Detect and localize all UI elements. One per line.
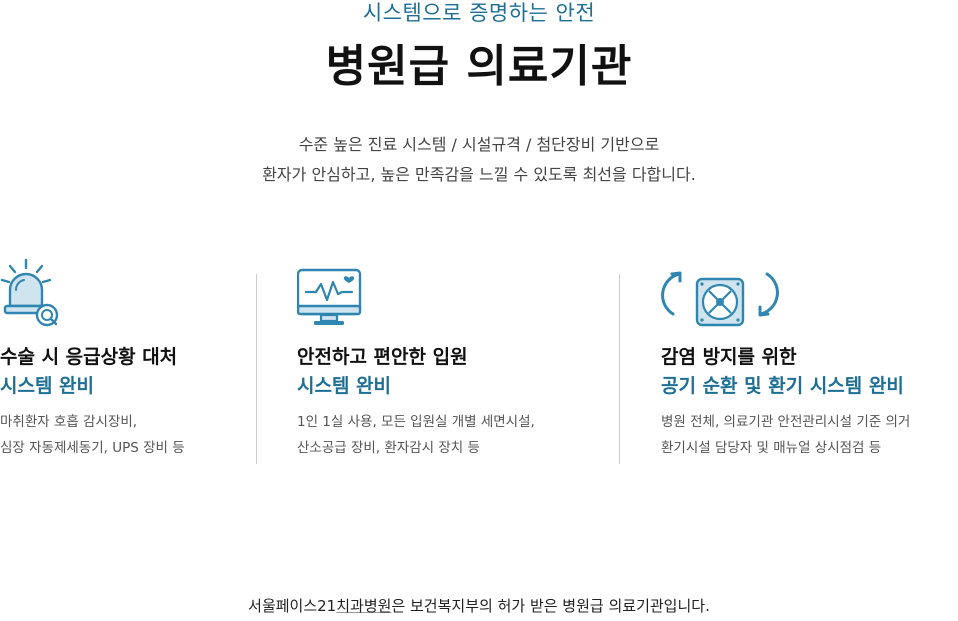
feature-description-line: 마취환자 호흡 감시장비,	[0, 414, 138, 430]
feature-description-line: 심장 자동제세동기, UPS 장비 등	[0, 440, 185, 456]
intro-line-1: 수준 높은 진료 시스템 / 시설규격 / 첨단장비 기반으로	[298, 135, 660, 154]
alarm-siren-icon	[0, 258, 70, 330]
feature-description: 마취환자 호흡 감시장비, 심장 자동제세동기, UPS 장비 등	[0, 409, 185, 461]
feature-description-line: 환기시설 담당자 및 매뉴얼 상시점검 등	[661, 440, 882, 456]
feature-description: 1인 1실 사용, 모든 입원실 개별 세면시설, 산소공급 장비, 환자감시 …	[297, 409, 535, 461]
feature-title: 감염 방지를 위한	[661, 346, 797, 368]
feature-title: 수술 시 응급상황 대처	[0, 346, 178, 368]
feature-description-line: 병원 전체, 의료기관 안전관리시설 기준 의거	[661, 414, 911, 430]
feature-description-line: 1인 1실 사용, 모든 입원실 개별 세면시설,	[297, 414, 535, 430]
section-eyebrow: 시스템으로 증명하는 안전	[362, 1, 596, 25]
footer-suffix: 은 보건복지부의 허가 받은 병원급 의료기관입니다.	[391, 597, 710, 615]
feature-subtitle: 공기 순환 및 환기 시스템 완비	[661, 375, 904, 397]
feature-subtitle: 시스템 완비	[297, 375, 392, 397]
footer-note: 서울페이스21치과병원은 보건복지부의 허가 받은 병원급 의료기관입니다.	[0, 594, 958, 618]
feature-subtitle: 시스템 완비	[0, 375, 95, 397]
feature-description: 병원 전체, 의료기관 안전관리시설 기준 의거 환기시설 담당자 및 매뉴얼 …	[661, 409, 910, 461]
feature-title: 안전하고 편안한 입원	[297, 346, 468, 368]
footer-prefix: 서울페이스21	[248, 597, 337, 615]
column-divider	[619, 274, 620, 464]
intro-line-2: 환자가 안심하고, 높은 만족감을 느낄 수 있도록 최선을 다합니다.	[262, 165, 696, 184]
column-divider	[256, 274, 257, 464]
ventilation-fan-icon	[661, 258, 781, 330]
footer-hospital-link[interactable]: 치과병원	[336, 597, 392, 615]
intro-text: 수준 높은 진료 시스템 / 시설규격 / 첨단장비 기반으로 환자가 안심하고…	[0, 130, 958, 190]
page-title: 병원급 의료기관	[325, 41, 633, 92]
heart-monitor-icon	[296, 258, 367, 330]
feature-description-line: 산소공급 장비, 환자감시 장치 등	[297, 440, 480, 456]
